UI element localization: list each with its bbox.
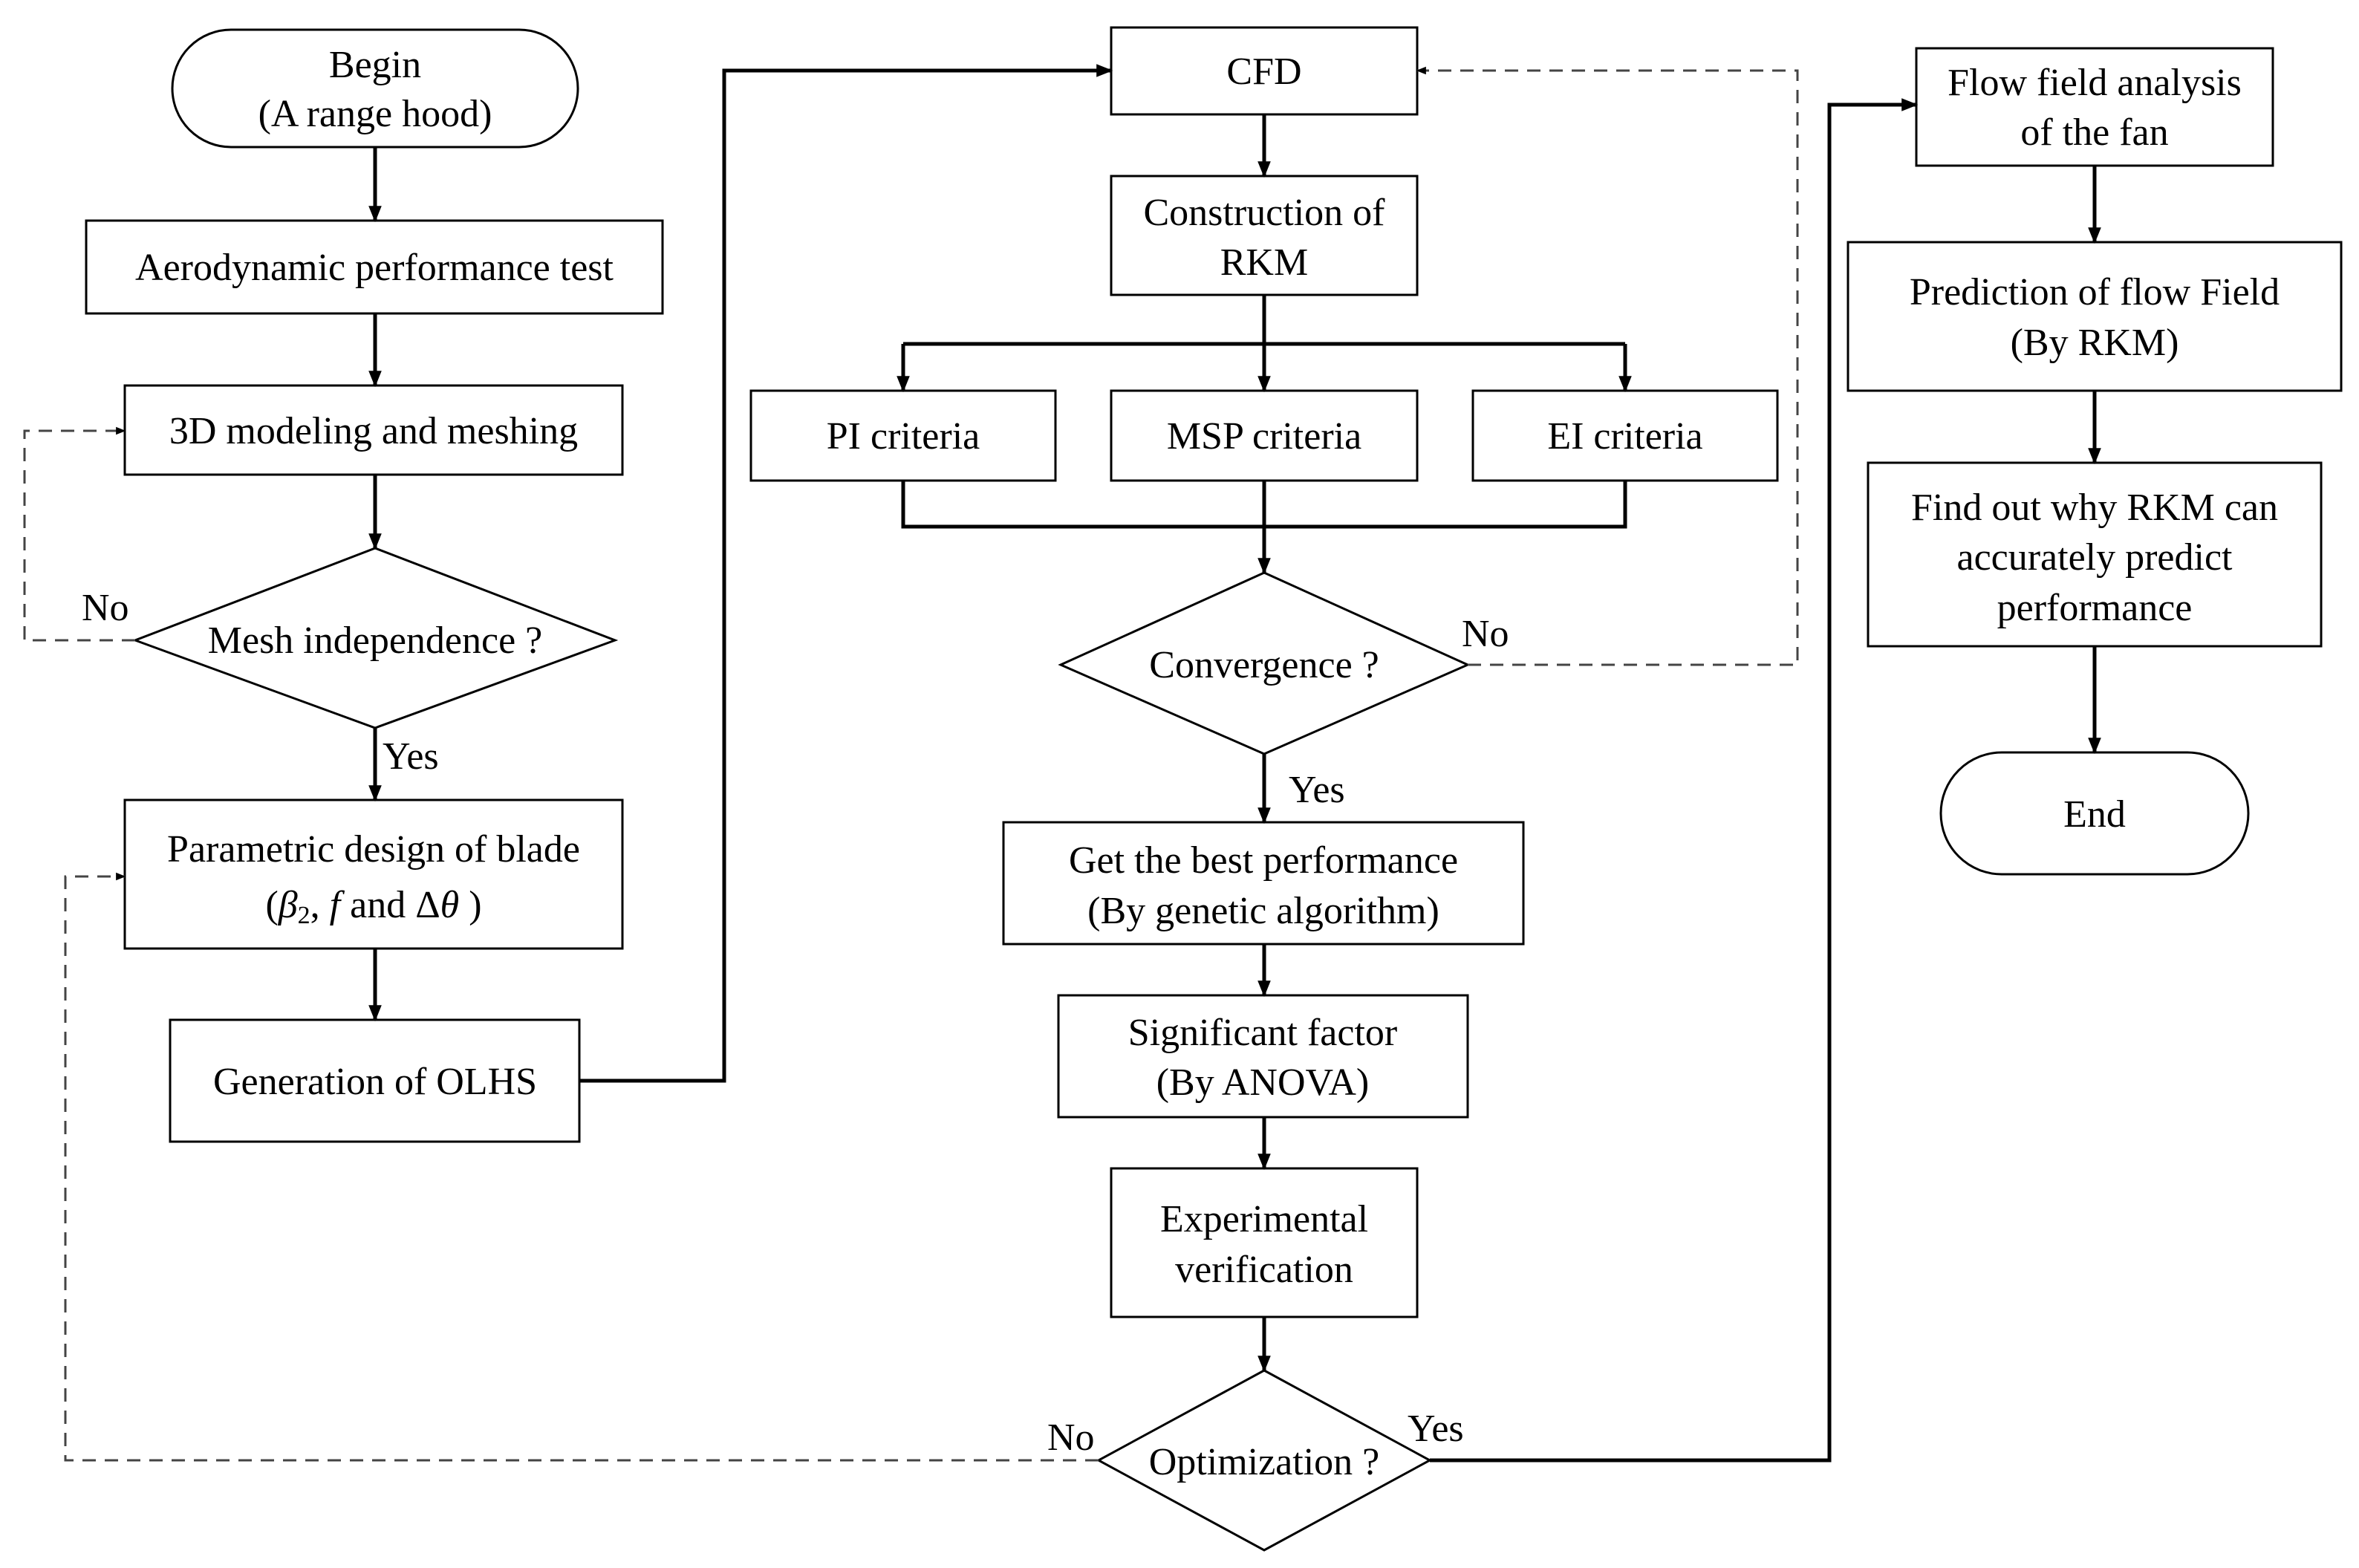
- rkm-box: Construction of RKM: [1110, 175, 1419, 296]
- significant-factor-box: Significant factor (By ANOVA): [1057, 994, 1469, 1119]
- arrow-olhs-to-cfd: [579, 64, 1113, 1083]
- theta-symbol: θ: [440, 884, 460, 926]
- pi-criteria-box: PI criteria: [749, 389, 1057, 482]
- arrow-optimization-yes: [1430, 98, 1919, 1463]
- param-design-box: Parametric design of blade (β2, f and Δθ…: [123, 798, 624, 950]
- optimization-diamond: Optimization ?: [1096, 1369, 1433, 1552]
- msp-criteria-label: MSP criteria: [1167, 415, 1361, 458]
- rkm-sublabel: RKM: [1220, 241, 1308, 284]
- prediction-sublabel: (By RKM): [2011, 322, 2179, 364]
- aero-test-box: Aerodynamic performance test: [85, 219, 664, 315]
- significant-factor-label: Significant factor: [1128, 1012, 1397, 1054]
- mesh-decision-diamond: Mesh independence ?: [131, 547, 619, 729]
- ei-criteria-box: EI criteria: [1471, 389, 1779, 482]
- cfd-label: CFD: [1226, 51, 1301, 93]
- beta-subscript: 2: [298, 902, 310, 929]
- optimization-label: Optimization ?: [1149, 1441, 1379, 1483]
- findout-sublabel-2: performance: [1997, 587, 2193, 629]
- mesh-decision-label: Mesh independence ?: [208, 619, 542, 662]
- findout-label: Find out why RKM can: [1911, 487, 2278, 529]
- arrow-optimization-no: [64, 872, 1099, 1462]
- best-performance-label: Get the best performance: [1069, 839, 1458, 882]
- msp-criteria-box: MSP criteria: [1110, 389, 1419, 482]
- best-performance-box: Get the best performance (By genetic alg…: [1002, 821, 1525, 946]
- verification-box: Experimental verification: [1110, 1167, 1419, 1318]
- end-label: End: [2063, 793, 2126, 836]
- connector-rkm-split: [903, 295, 1625, 346]
- mesh-yes-label: Yes: [383, 735, 439, 778]
- and-word: and: [350, 884, 406, 926]
- convergence-label: Convergence ?: [1149, 644, 1379, 686]
- flow-analysis-box: Flow field analysis of the fan: [1915, 47, 2274, 167]
- begin-sublabel: (A range hood): [258, 93, 492, 135]
- end-terminator: End: [1939, 751, 2250, 876]
- convergence-yes-label: Yes: [1289, 769, 1345, 811]
- begin-label: Begin: [329, 44, 421, 86]
- pi-criteria-label: PI criteria: [827, 415, 980, 458]
- verification-sublabel: verification: [1175, 1249, 1353, 1291]
- param-design-label: Parametric design of blade: [167, 828, 580, 871]
- connector-criteria-merge: [901, 481, 1627, 529]
- modeling-box: 3D modeling and meshing: [123, 384, 624, 476]
- modeling-label: 3D modeling and meshing: [169, 410, 578, 452]
- begin-terminator: Begin (A range hood): [171, 28, 579, 149]
- convergence-no-label: No: [1462, 613, 1509, 655]
- rkm-label: Construction of: [1144, 192, 1386, 234]
- flow-analysis-sublabel: of the fan: [2020, 111, 2168, 154]
- beta-symbol: β: [278, 884, 298, 926]
- convergence-diamond: Convergence ?: [1058, 571, 1471, 755]
- flow-analysis-label: Flow field analysis: [1948, 62, 2242, 104]
- optimization-yes-label: Yes: [1408, 1408, 1464, 1450]
- olhs-label: Generation of OLHS: [213, 1061, 537, 1103]
- olhs-box: Generation of OLHS: [169, 1018, 581, 1143]
- delta-symbol: Δ: [415, 884, 440, 926]
- optimization-no-label: No: [1047, 1416, 1095, 1459]
- significant-factor-sublabel: (By ANOVA): [1156, 1061, 1370, 1104]
- prediction-box: Prediction of flow Field (By RKM): [1846, 241, 2343, 392]
- best-performance-sublabel: (By genetic algorithm): [1087, 890, 1439, 932]
- ei-criteria-label: EI criteria: [1547, 415, 1702, 458]
- arrow-mesh-no: [23, 426, 135, 642]
- verification-label: Experimental: [1160, 1198, 1368, 1240]
- arrow-convergence-no: [1416, 66, 1799, 666]
- cfd-box: CFD: [1110, 26, 1419, 116]
- mesh-no-label: No: [82, 587, 129, 629]
- findout-sublabel: accurately predict: [1957, 536, 2233, 579]
- findout-box: Find out why RKM can accurately predict …: [1867, 461, 2323, 648]
- prediction-label: Prediction of flow Field: [1910, 271, 2280, 313]
- aero-test-label: Aerodynamic performance test: [135, 247, 614, 289]
